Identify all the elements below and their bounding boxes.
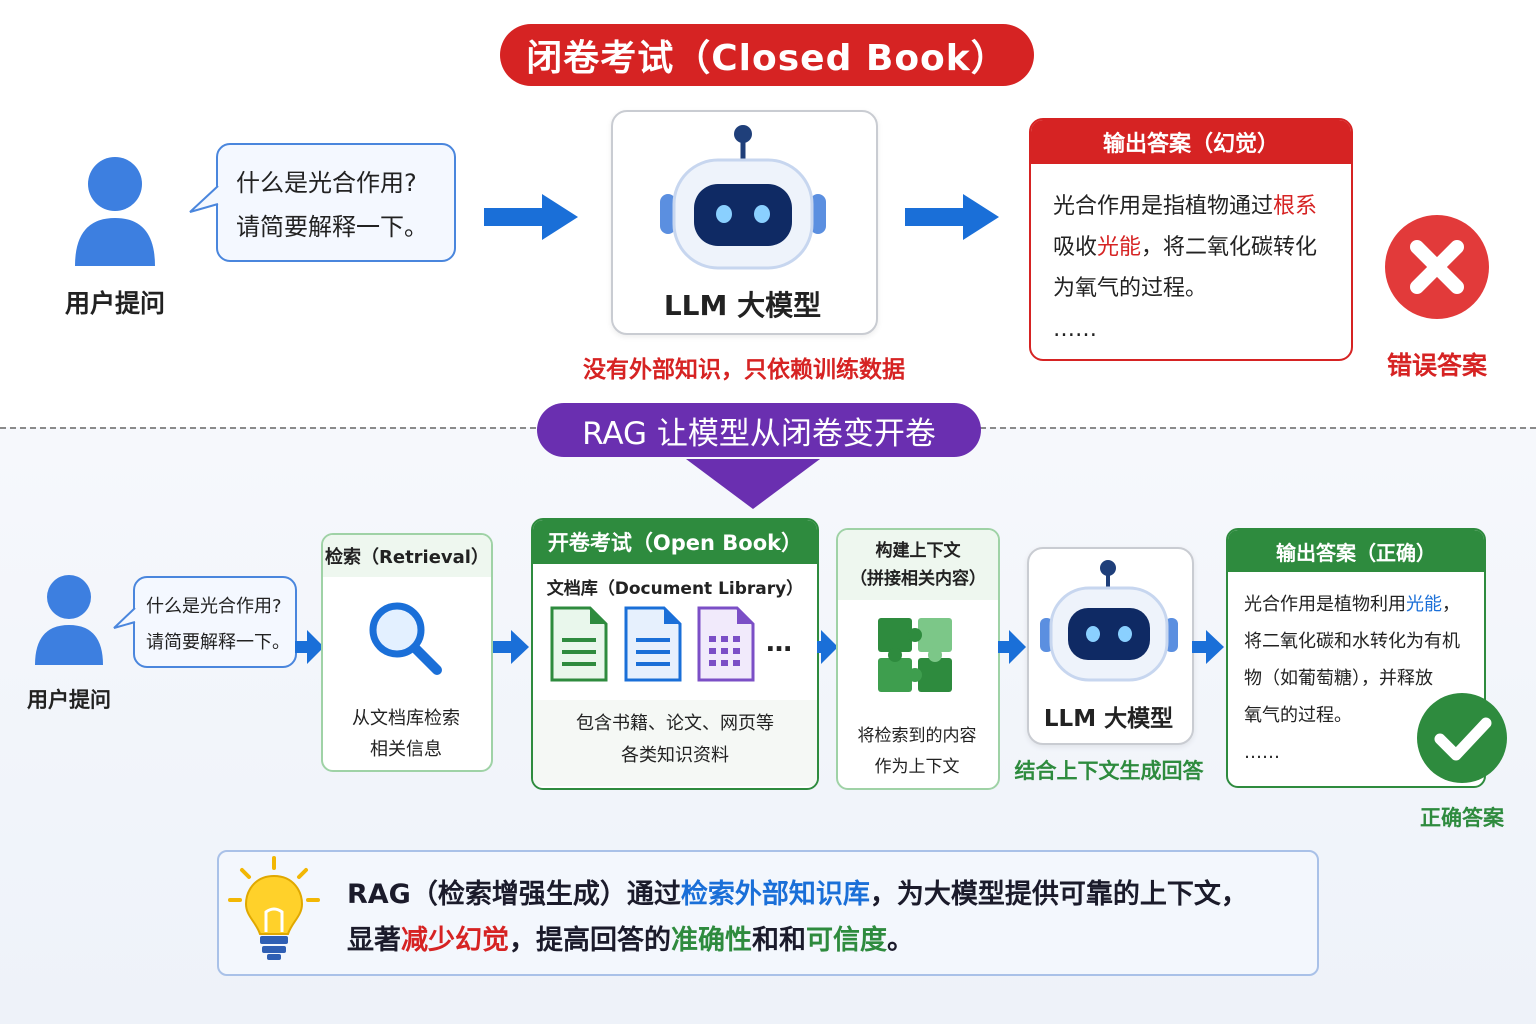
answer-line-3: 物（如葡萄糖），并释放 (1244, 668, 1433, 689)
answer-line-1: 光合作用是植物利用光能， (1244, 594, 1460, 615)
purple-document-icon (697, 606, 755, 682)
retrieval-description: 从文档库检索 相关信息 (352, 708, 460, 760)
answer-line-1: 光合作用是指植物通过根系 (1053, 194, 1318, 219)
blue-document-icon (624, 606, 682, 682)
rag-transition-title: RAG 让模型从闭卷变开卷 (537, 403, 981, 457)
bubble-tail (113, 607, 136, 629)
library-description: 包含书籍、论文、网页等 各类知识资料 (576, 713, 774, 766)
retrieval-header: 检索（Retrieval） (323, 535, 491, 577)
llm-label: LLM 大模型 (663, 289, 822, 322)
arrow-right-icon (493, 630, 529, 664)
arrow-right-icon (998, 630, 1026, 664)
hallucination-answer-box: 输出答案（幻觉） 光合作用是指植物通过根系 吸收光能，将二氧化碳转化 为氧气的过… (1029, 118, 1353, 361)
user-question-bubble: 什么是光合作用? 请简要解释一下。 (133, 576, 297, 668)
open-book-box: 开卷考试（Open Book） 文档库（Document Library） 包含… (531, 518, 819, 790)
answer-line-2: 吸收光能，将二氧化碳转化 (1053, 235, 1318, 260)
correct-answer-label: 正确答案 (1420, 806, 1504, 830)
question-line-2: 请简要解释一下。 (236, 213, 428, 241)
output-header: 输出答案（正确） (1228, 530, 1484, 572)
answer-line-3: 为氧气的过程。 (1053, 276, 1208, 301)
summary-highlight-credibility: 可信度 (806, 925, 887, 956)
hallucinated-term: 根系 (1273, 194, 1318, 219)
lightbulb-icon (228, 856, 320, 960)
magnifier-icon (369, 602, 442, 675)
llm-note: 没有外部知识，只依赖训练数据 (583, 357, 905, 383)
answer-line-4: 氧气的过程。 (1244, 705, 1352, 726)
robot-icon (660, 125, 826, 270)
answer-ellipsis: …… (1053, 317, 1097, 342)
answer-line-2: 将二氧化碳和水转化为有机 (1244, 631, 1460, 652)
bubble-tail (189, 185, 219, 213)
arrow-right-icon (817, 630, 838, 664)
closed-book-title: 闭卷考试（Closed Book） (500, 24, 1034, 86)
question-line-2: 请简要解释一下。 (146, 632, 290, 653)
answer-ellipsis: …… (1244, 742, 1280, 763)
down-arrow-icon (686, 459, 820, 509)
open-book-header: 开卷考试（Open Book） (533, 520, 817, 564)
retrieval-box: 检索（Retrieval） (321, 533, 493, 772)
puzzle-icon (878, 618, 952, 692)
summary-line-2: 显著减少幻觉，提高回答的准确性和和可信度。 (347, 925, 914, 956)
user-label: 用户提问 (27, 688, 111, 712)
highlight-term: 光能 (1406, 594, 1442, 615)
arrow-right-icon (1192, 630, 1224, 664)
question-line-1: 什么是光合作用? (146, 596, 282, 617)
llm-note: 结合上下文生成回答 (1014, 759, 1204, 783)
summary-highlight-accuracy: 准确性 (671, 925, 752, 956)
user-icon (75, 157, 155, 266)
summary-box: RAG（检索增强生成）通过检索外部知识库，为大模型提供可靠的上下文， 显著减少幻… (217, 850, 1319, 976)
user-question-bubble: 什么是光合作用? 请简要解释一下。 (216, 143, 456, 262)
context-header: 构建上下文 （拼接相关内容） (838, 530, 998, 600)
summary-text: RAG（检索增强生成）通过检索外部知识库，为大模型提供可靠的上下文， 显著减少幻… (347, 872, 1248, 964)
arrow-right-icon (484, 194, 578, 240)
user-icon (35, 575, 103, 665)
question-line-1: 什么是光合作用? (236, 169, 417, 197)
arrow-right-icon (295, 630, 324, 664)
summary-highlight-hallucination: 减少幻觉 (401, 925, 509, 956)
output-header: 输出答案（幻觉） (1031, 120, 1351, 164)
check-icon (1417, 693, 1507, 783)
library-label: 文档库（Document Library） (546, 579, 804, 599)
arrow-right-icon (905, 194, 999, 240)
summary-line-1: RAG（检索增强生成）通过检索外部知识库，为大模型提供可靠的上下文， (347, 879, 1248, 910)
green-document-icon (550, 606, 608, 682)
wrong-x-icon (1385, 215, 1489, 319)
robot-icon (1040, 560, 1178, 682)
highlight-term: 光能 (1097, 235, 1142, 260)
wrong-answer-label: 错误答案 (1386, 351, 1487, 380)
context-box: 构建上下文 （拼接相关内容） (836, 528, 1000, 790)
llm-label: LLM 大模型 (1043, 706, 1174, 732)
context-description: 将检索到的内容 作为上下文 (857, 726, 977, 777)
user-label: 用户提问 (64, 289, 165, 318)
summary-highlight-retrieval: 检索外部知识库 (680, 879, 870, 910)
library-more: … (766, 628, 792, 658)
